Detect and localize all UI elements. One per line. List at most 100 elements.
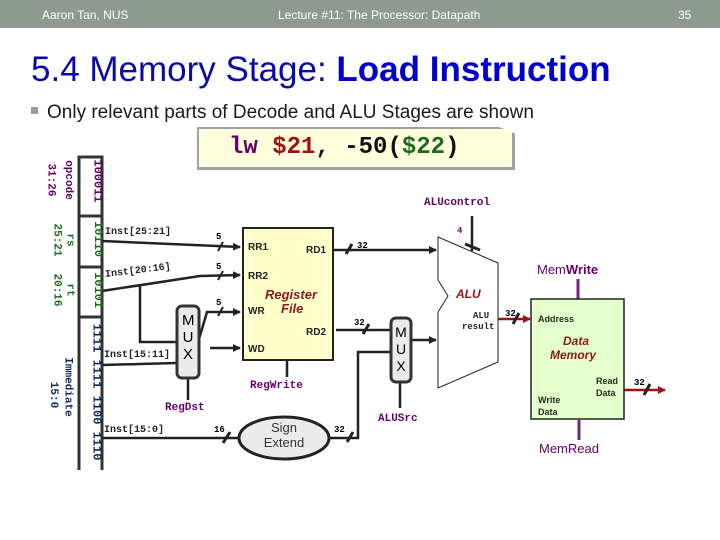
wire-inst-25-21 (101, 239, 241, 251)
memory-control-wires (576, 279, 581, 440)
title-prefix: 5.4 Memory Stage: (31, 50, 337, 89)
wire-se-to-mux (330, 350, 392, 440)
mem-title-1: Data (563, 334, 590, 348)
field-opcode-range: 31:26 (44, 163, 57, 197)
instr-rs: $22 (401, 134, 446, 161)
sign-extend (237, 415, 331, 461)
control-alucontrol: ALUcontrol (424, 197, 491, 209)
field-rs-bits: 10110 (91, 220, 106, 258)
port-rd2: RD2 (306, 327, 327, 338)
field-imm-box (77, 315, 104, 470)
instr-offset: -50( (329, 134, 402, 161)
control-regwrite: RegWrite (250, 380, 303, 392)
active-wires (498, 315, 666, 394)
instr-rt: $21 (272, 134, 316, 161)
instruction-text: lw $21, -50($22) (229, 134, 459, 161)
port-wd: WD (248, 344, 265, 355)
header-lecture: Lecture #11: The Processor: Datapath (278, 8, 481, 22)
port-rr2: RR2 (248, 271, 269, 282)
wire-mux-to-wr (197, 308, 241, 340)
field-rs-name: rs (63, 233, 76, 247)
slash-32-rd1 (344, 243, 354, 255)
field-rs-range: 25:21 (50, 223, 63, 257)
instruction-box: lw $21, -50($22) (197, 127, 515, 170)
bullet-item: Only relevant parts of Decode and ALU St… (31, 102, 534, 124)
slash-32-mem (642, 383, 652, 396)
control-memwrite: MemWrite (537, 262, 598, 277)
wire-rt-to-mux (138, 285, 176, 344)
field-opcode-name: opcode (61, 160, 74, 200)
slash-32-alu (511, 312, 521, 325)
field-imm-name: Immediate (61, 357, 74, 417)
bullet-text: Only relevant parts of Decode and ALU St… (47, 102, 534, 123)
data-memory (530, 298, 625, 420)
mem-read-data-2: Data (596, 388, 616, 398)
slash-16 (221, 431, 232, 444)
mem-title-2: Memory (550, 348, 597, 362)
field-rt-range: 20:16 (50, 273, 63, 307)
mux-letter: U (182, 329, 194, 346)
slash-5-c (217, 306, 224, 317)
wires (101, 216, 474, 440)
width-4: 4 (457, 226, 463, 236)
register-file (242, 227, 334, 361)
mux-letter: U (395, 341, 407, 357)
label-inst-15-0: Inst[15:0] (104, 425, 165, 436)
memwrite-part-b: Write (565, 262, 599, 277)
width-32-rd2: 32 (354, 318, 365, 328)
regfile-title-1: Register (265, 287, 318, 302)
width-5-b: 5 (216, 262, 222, 272)
slash-5-a (217, 241, 224, 252)
wire-inst-15-11 (101, 361, 177, 367)
control-memread: MemRead (539, 441, 599, 456)
slash-32-rd2 (361, 323, 371, 335)
port-rr1: RR1 (248, 242, 269, 253)
width-32-alu: 32 (505, 309, 516, 319)
field-rt-bits: 10101 (91, 271, 106, 309)
slash-5-b (217, 270, 224, 281)
field-opcode-bits: 100011 (90, 159, 105, 203)
instr-op: lw (229, 134, 258, 161)
slide-header: Aaron Tan, NUS Lecture #11: The Processo… (0, 0, 720, 28)
wire-inst-20-16 (101, 271, 241, 293)
label-inst-15-11: Inst[15:11] (104, 350, 171, 361)
alu-result-2: result (462, 322, 495, 332)
field-rt-name: rt (63, 283, 76, 297)
width-32-rd1: 32 (357, 241, 368, 251)
width-32-mem: 32 (634, 378, 645, 388)
slash-32-se (345, 431, 355, 443)
bullet-square-icon (31, 107, 38, 115)
field-imm-bits: 1111 1111 1100 1110 (89, 323, 104, 461)
alu-unit (437, 236, 499, 389)
alusrc-mux (389, 316, 413, 384)
mem-write-data-1: Write (538, 395, 561, 405)
label-inst-25-21: Inst[25:21] (105, 227, 172, 238)
mem-address: Address (538, 314, 575, 324)
control-alusrc: ALUSrc (378, 413, 418, 425)
regdst-mux (175, 304, 201, 380)
title-bold: Load Instruction (336, 50, 611, 89)
port-rd1: RD1 (306, 245, 327, 256)
alu-title: ALU (456, 287, 481, 301)
slash-4 (464, 242, 481, 252)
sign-extend-label: Sign Extend (261, 420, 307, 450)
field-imm-range: 15:0 (47, 381, 60, 409)
mux-letter: M (395, 324, 407, 340)
instr-comma: , (315, 134, 330, 161)
control-regdst: RegDst (165, 402, 205, 414)
page-number: 35 (678, 8, 692, 22)
regfile-title-2: File (281, 301, 304, 316)
header-author: Aaron Tan, NUS (42, 8, 129, 22)
width-5-a: 5 (216, 232, 222, 242)
mux-letter: M (182, 312, 195, 329)
mux-letter: X (396, 358, 406, 374)
mem-read-data-1: Read (596, 376, 619, 386)
mux-letter: X (182, 346, 193, 363)
memwrite-part-a: Mem (537, 262, 566, 277)
mem-write-data-2: Data (538, 407, 558, 417)
alu-result-1: ALU (473, 311, 490, 321)
sign-extend-line-2: Extend (263, 435, 305, 450)
